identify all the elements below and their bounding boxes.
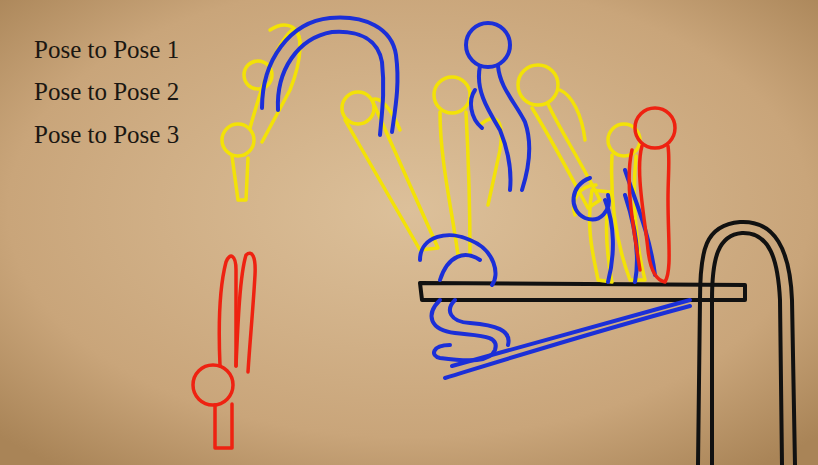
figure-arm xyxy=(629,150,640,270)
figure-body xyxy=(278,32,383,135)
figure-crouch xyxy=(440,255,480,280)
figure-head xyxy=(466,23,510,67)
board-stand xyxy=(712,233,782,465)
pose-label: Pose to Pose 2 xyxy=(34,78,179,106)
board-stand xyxy=(710,300,714,465)
figure-arm xyxy=(480,119,501,205)
figure-legs xyxy=(236,253,255,372)
figure-head xyxy=(434,77,470,113)
pose-label: Pose to Pose 3 xyxy=(34,121,179,149)
figure-body xyxy=(232,156,248,200)
figure-body xyxy=(640,146,670,282)
figure-arm xyxy=(560,90,585,140)
figure-arms xyxy=(215,404,232,448)
figure-body xyxy=(250,30,300,142)
pose-label: Pose to Pose 1 xyxy=(34,36,179,64)
diving-board xyxy=(420,283,745,300)
figure-head xyxy=(193,365,233,405)
figure-head xyxy=(635,108,675,148)
figure-head xyxy=(518,65,558,105)
figure-crouch xyxy=(420,235,496,285)
board-stand xyxy=(700,222,795,465)
figure-flex xyxy=(450,300,509,345)
figure-head xyxy=(342,92,374,124)
figure-body xyxy=(532,104,600,208)
bent-board xyxy=(445,306,690,378)
board-stand xyxy=(698,300,700,465)
figure-body xyxy=(498,66,529,190)
figure-legs xyxy=(219,256,236,366)
figure-arm xyxy=(471,90,482,128)
figure-flex xyxy=(432,300,496,360)
